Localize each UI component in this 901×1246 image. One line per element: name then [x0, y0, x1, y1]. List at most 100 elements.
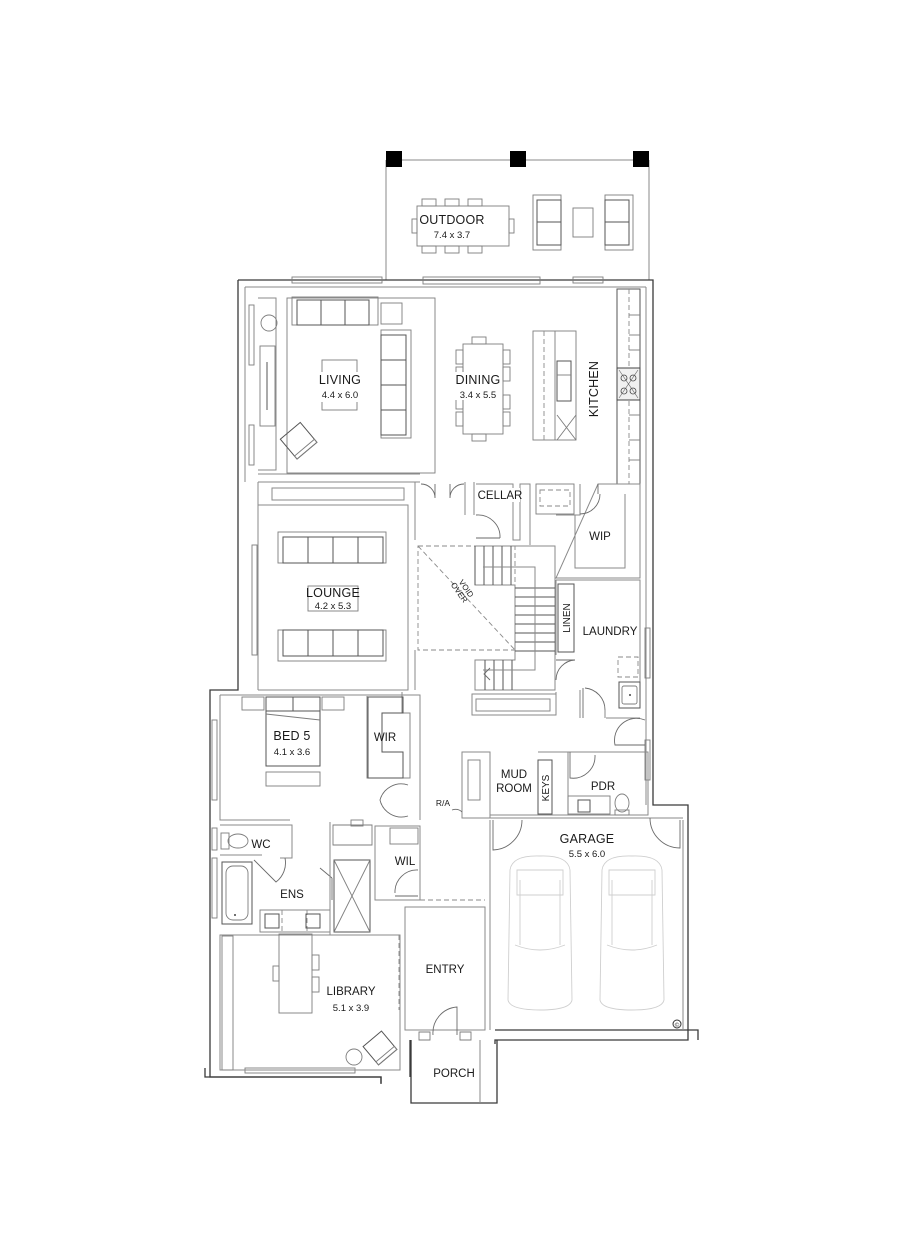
mud-room-label-line1: MUD: [501, 769, 527, 781]
library-armchair: [362, 1030, 398, 1066]
mud-room-label-line2: ROOM: [496, 783, 532, 795]
washer-space: [617, 656, 639, 678]
walk-in-pantry: WIP: [555, 483, 641, 579]
entry: ENTRY: [398, 899, 486, 1041]
kitchen-island: [532, 330, 577, 441]
lounge-cabinet: [271, 487, 405, 501]
door-hall-pdr[interactable]: [614, 717, 646, 746]
toilet-wc-icon: [220, 832, 249, 850]
sofa-lounge-bottom: [277, 629, 387, 662]
door-hall-left[interactable]: [420, 483, 436, 499]
copyright-mark: ©: [674, 1022, 680, 1029]
stair-bench: [471, 693, 557, 716]
lounge-coffee-table: [307, 585, 359, 612]
window-living-left: [248, 304, 255, 366]
door-hall-right[interactable]: [449, 483, 465, 499]
room-label-wil: WIL: [395, 856, 416, 868]
room-dim-dining: 3.4 x 5.5: [460, 390, 496, 401]
door-wip[interactable]: [579, 484, 601, 515]
room-label-pdr: PDR: [591, 781, 615, 793]
room-dim-garage: 5.5 x 6.0: [569, 849, 605, 860]
column-left: [386, 151, 402, 167]
mud-room: MUD ROOM KEYS R/A: [436, 751, 569, 819]
fireplace: [259, 345, 276, 427]
room-label-wc: WC: [251, 839, 270, 851]
sofa-lounge-top: [277, 531, 387, 564]
window-kitchen-rear: [572, 276, 604, 284]
door-wil[interactable]: [394, 869, 419, 897]
sofa-living-top: [291, 296, 379, 326]
laundry-tub-icon: [618, 681, 641, 709]
bed-bench: [265, 771, 321, 787]
laundry: LINEN LAUNDRY: [555, 579, 641, 719]
column-right: [633, 151, 649, 167]
window-living-left-2: [248, 424, 255, 466]
linen-cupboard: [557, 583, 575, 653]
return-air-label: R/A: [436, 798, 451, 808]
room-label-bed5: BED 5: [273, 729, 310, 743]
door-garage-side[interactable]: [649, 817, 681, 849]
door-bed5[interactable]: [379, 783, 409, 818]
pdr-vanity: [567, 795, 611, 815]
bedside-table-left: [241, 696, 265, 711]
room-dim-living: 4.4 x 6.0: [322, 390, 358, 401]
kitchen-sink: [556, 360, 572, 402]
door-laundry-2[interactable]: [582, 687, 606, 718]
outdoor-coffee-table: [572, 207, 594, 238]
room-label-linen: LINEN: [562, 603, 573, 632]
room-dim-library: 5.1 x 3.9: [333, 1003, 369, 1014]
dining-room: DINING 3.4 x 5.5: [454, 336, 511, 442]
room-label-porch: PORCH: [433, 1068, 475, 1080]
stair-void: VOID OVER: [417, 545, 557, 716]
living-rug: [286, 297, 436, 474]
window-laundry: [644, 627, 651, 679]
pantry-fridge-space: [535, 483, 575, 515]
column-center: [510, 151, 526, 167]
room-label-ens: ENS: [280, 889, 304, 901]
room-label-lounge: LOUNGE: [306, 586, 360, 600]
side-table-living: [260, 314, 278, 332]
kitchen: KITCHEN: [532, 288, 641, 485]
room-label-cellar: CELLAR: [478, 490, 523, 502]
armchair-living: [279, 421, 318, 460]
window-bed5: [211, 719, 218, 801]
basin-left: [264, 913, 280, 929]
room-label-garage: GARAGE: [560, 832, 615, 846]
outdoor-sofa-right: [604, 194, 634, 251]
door-garage-mudroom[interactable]: [492, 819, 523, 851]
sliding-door-outdoor[interactable]: [422, 276, 541, 285]
door-pdr[interactable]: [569, 752, 596, 779]
ens-bench: [332, 824, 373, 846]
porch: PORCH: [410, 1040, 498, 1104]
walk-in-robe: WIR: [366, 692, 411, 779]
exterior-walls: [209, 276, 699, 1084]
toilet-pdr-icon: [614, 793, 630, 816]
shower-icon: [333, 859, 371, 933]
bedroom-5: BED 5 4.1 x 3.6 WIR: [219, 692, 421, 821]
car-right: [599, 855, 665, 1011]
cellar: CELLAR: [475, 483, 531, 545]
window-lounge: [251, 544, 258, 656]
bedside-table-right: [321, 696, 345, 711]
door-cellar[interactable]: [475, 514, 501, 539]
room-label-dining: DINING: [456, 373, 501, 387]
side-table-living-2: [380, 302, 403, 325]
garage: GARAGE 5.5 x 6.0 ©: [490, 817, 683, 1029]
door-wc[interactable]: [253, 857, 286, 883]
front-door[interactable]: [432, 1006, 458, 1036]
room-label-kitchen: KITCHEN: [587, 361, 601, 417]
room-label-keys: KEYS: [541, 774, 552, 801]
return-air-icon: [451, 808, 463, 813]
library-shelf: [221, 935, 234, 1071]
outdoor-dining-table: [411, 198, 515, 254]
room-label-laundry: LAUNDRY: [583, 626, 638, 638]
car-left: [507, 855, 573, 1011]
sofa-living-right: [380, 329, 412, 439]
staircase: [474, 545, 556, 691]
room-label-library: LIBRARY: [326, 986, 375, 998]
library: LIBRARY 5.1 x 3.9: [204, 933, 411, 1083]
room-dim-lounge: 4.2 x 5.3: [315, 601, 351, 612]
door-laundry[interactable]: [555, 659, 576, 681]
powder-room: PDR: [567, 717, 649, 816]
room-label-living: LIVING: [319, 373, 361, 387]
